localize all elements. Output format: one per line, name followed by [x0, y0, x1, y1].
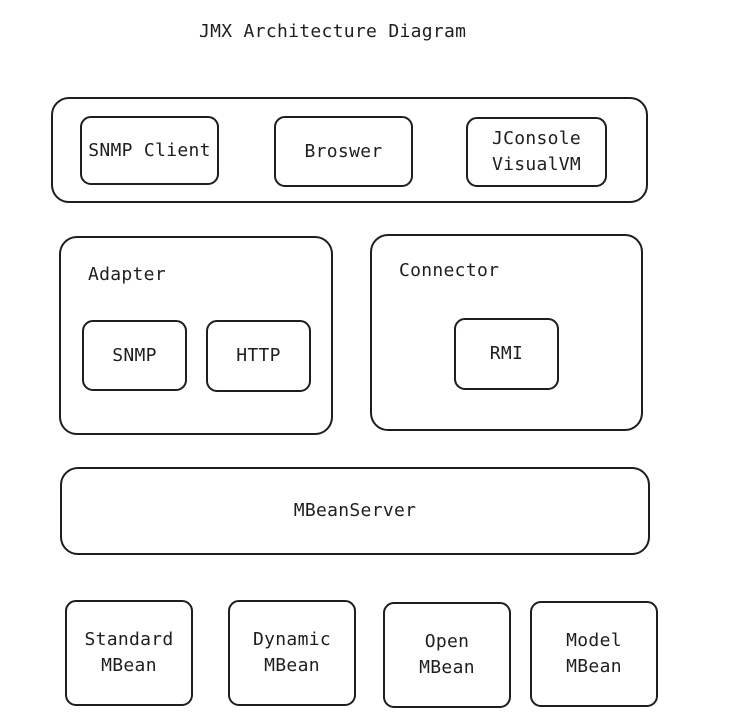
- mbean-server-box: MBeanServer: [60, 467, 650, 555]
- standard-mbean-label: Standard MBean: [84, 629, 174, 676]
- jconsole-visualvm-label: JConsole VisualVM: [491, 128, 582, 175]
- snmp-client-box: SNMP Client: [80, 116, 219, 185]
- http-adapter-label: HTTP: [236, 345, 281, 366]
- diagram-title: JMX Architecture Diagram: [199, 21, 467, 42]
- rmi-connector-box: RMI: [454, 318, 559, 390]
- mbean-server-label: MBeanServer: [293, 500, 417, 521]
- browser-box: Broswer: [274, 116, 413, 187]
- open-mbean-box: Open MBean: [383, 602, 511, 708]
- snmp-adapter-label: SNMP: [112, 344, 157, 366]
- model-mbean-box: Model MBean: [530, 601, 658, 707]
- standard-mbean-box: Standard MBean: [65, 600, 193, 706]
- browser-label: Broswer: [304, 140, 383, 162]
- dynamic-mbean-label: Dynamic MBean: [253, 629, 331, 676]
- jconsole-visualvm-box: JConsole VisualVM: [466, 117, 607, 187]
- http-adapter-box: HTTP: [206, 320, 311, 392]
- open-mbean-label: Open MBean: [419, 631, 475, 678]
- connector-label: Connector: [399, 260, 500, 281]
- model-mbean-label: Model MBean: [566, 630, 622, 677]
- snmp-client-label: SNMP Client: [88, 139, 211, 161]
- rmi-connector-label: RMI: [489, 343, 524, 364]
- adapter-label: Adapter: [88, 264, 166, 285]
- snmp-adapter-box: SNMP: [82, 320, 187, 391]
- dynamic-mbean-box: Dynamic MBean: [228, 600, 356, 706]
